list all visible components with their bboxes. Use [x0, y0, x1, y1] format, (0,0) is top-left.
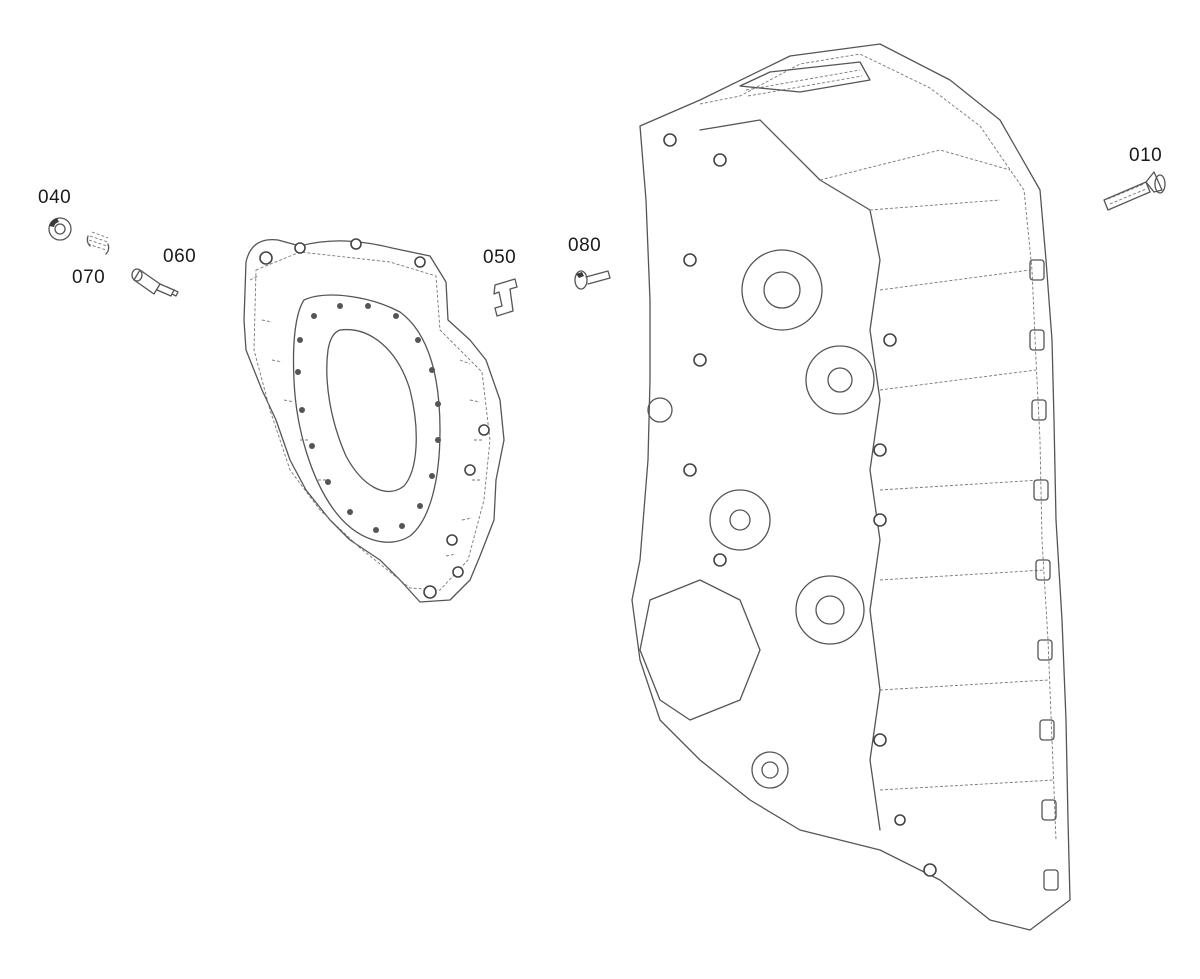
spring-icon[interactable]: [86, 231, 110, 255]
callout-080[interactable]: 080: [568, 235, 602, 256]
transmission-housing-drawing: [631, 43, 1071, 931]
callout-050[interactable]: 050: [483, 247, 517, 268]
callout-010[interactable]: 010: [1129, 145, 1163, 166]
cover-plate-drawing: [243, 238, 505, 603]
callout-070[interactable]: 070: [72, 267, 106, 288]
bolt-icon[interactable]: [574, 270, 611, 290]
bracket-clip-icon[interactable]: [493, 278, 518, 317]
nut-icon[interactable]: [48, 217, 72, 241]
tapered-plug-icon[interactable]: [1103, 171, 1166, 211]
callout-060[interactable]: 060: [163, 246, 197, 267]
cylinder-pin-icon[interactable]: [131, 268, 179, 297]
callout-040[interactable]: 040: [38, 187, 72, 208]
